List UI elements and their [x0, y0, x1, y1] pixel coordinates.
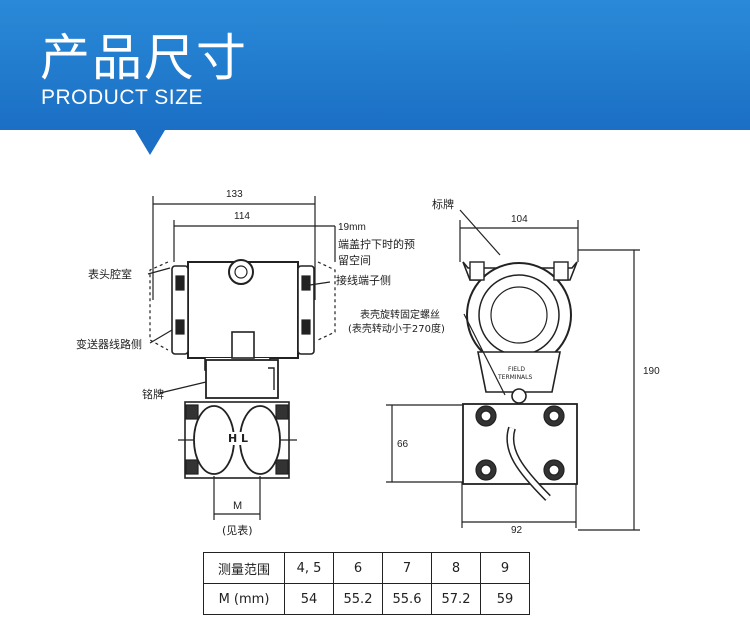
dim-overall-width: 133 [226, 189, 243, 200]
clearance-note-line2: 留空间 [338, 254, 371, 267]
table-cell-m-label: M (mm) [203, 583, 285, 615]
header-banner [0, 0, 750, 130]
label-housing-rotation: (表壳转动小于270度) [348, 324, 445, 335]
clearance-note-line1: 端盖拧下时的预 [338, 238, 415, 251]
right-view [386, 209, 640, 531]
table-cell: 54 [284, 583, 334, 615]
table-cell: 55.6 [382, 583, 432, 615]
label-circuit-side: 变送器线路侧 [76, 338, 142, 351]
dim-lower-height: 66 [397, 439, 409, 450]
table-cell: 7 [382, 552, 432, 584]
table-cell: 8 [431, 552, 481, 584]
dim-clearance: 19mm [338, 222, 366, 233]
table-row-m: M (mm) 54 55.2 55.6 57.2 59 [203, 583, 530, 615]
label-nameplate: 铭牌 [142, 388, 164, 401]
table-cell: 6 [333, 552, 383, 584]
dim-top-width: 104 [511, 214, 528, 225]
label-tag-plate: 标牌 [432, 198, 454, 211]
table-cell: 59 [480, 583, 530, 615]
table-cell-range-label: 测量范围 [203, 552, 285, 584]
table-cell: 55.2 [333, 583, 383, 615]
dim-bottom-width: 92 [511, 525, 523, 536]
banner-pointer [135, 130, 165, 155]
label-field: FIELD [508, 366, 525, 373]
table-cell: 4, 5 [284, 552, 334, 584]
page-subtitle: PRODUCT SIZE [41, 86, 203, 109]
page-title: 产品尺寸 [40, 29, 248, 87]
dim-m: M [233, 500, 243, 512]
label-head-chamber: 表头腔室 [88, 268, 132, 281]
dim-m-note: (见表) [222, 524, 253, 537]
dim-height: 190 [643, 366, 660, 377]
table-row-range: 测量范围 4, 5 6 7 8 9 [203, 552, 530, 584]
table-cell: 9 [480, 552, 530, 584]
measurement-range-table: 测量范围 4, 5 6 7 8 9 M (mm) 54 55.2 55.6 57… [203, 552, 530, 615]
dim-body-width: 114 [234, 211, 250, 222]
left-view [147, 196, 336, 520]
label-terminals: TERMINALS [498, 374, 533, 381]
label-housing-screw: 表壳旋转固定螺丝 [360, 310, 440, 321]
label-terminal-side: 接线端子侧 [336, 274, 391, 287]
table-cell: 57.2 [431, 583, 481, 615]
label-flange-hl: H L [228, 432, 249, 445]
